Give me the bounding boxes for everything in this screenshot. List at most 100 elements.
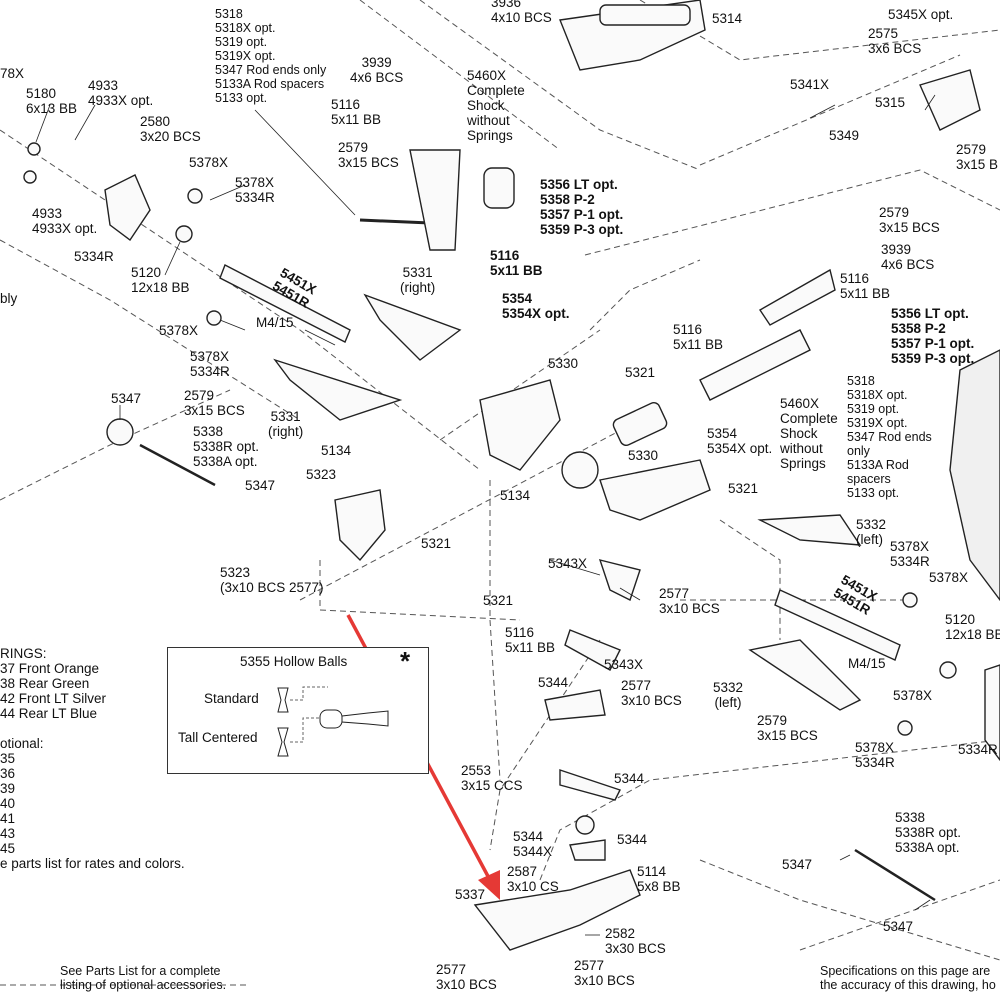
label-2587: 2587 3x10 CS	[507, 864, 559, 894]
label-5378x-d: 5378X 5334R	[190, 349, 230, 379]
bulkhead-right-shape	[479, 379, 561, 471]
label-2580: 2580 3x20 BCS	[140, 114, 201, 144]
upper-arm-right-shape	[363, 293, 462, 361]
label-2579-tr: 2579 3x15 B	[956, 142, 999, 172]
label-m415-a: M4/15	[256, 315, 294, 330]
label-5331-a: 5331 (right)	[400, 265, 436, 295]
label-5116-c: 5116 5x11 BB	[840, 271, 891, 301]
label-5332-a: 5332 (left)	[856, 517, 887, 547]
label-5321-d: 5321	[483, 593, 514, 608]
label-5345x: 5345X opt.	[888, 7, 954, 22]
label-5332-b: 5332 (left)	[713, 680, 744, 710]
label-5349: 5349	[829, 128, 860, 143]
tire-tread-shape	[949, 349, 1000, 602]
label-5347-c: 5347	[782, 857, 813, 872]
upper-arm-left-shape	[757, 514, 862, 546]
bulkhead-mount-shape	[919, 69, 981, 131]
label-2553: 2553 3x15 CCS	[461, 763, 523, 793]
bellcrank-shape	[564, 629, 621, 671]
label-3939-b: 3939 4x6 BCS	[881, 242, 935, 272]
left-driveshaft-shape	[219, 264, 351, 343]
label-5356-b: 5356 LT opt. 5358 P-2 5357 P-1 opt. 5359…	[891, 306, 975, 366]
shock-body-top-shape	[483, 167, 515, 209]
servo-horn-5343x-shape	[598, 559, 641, 601]
label-5338-b: 5338 5338R opt. 5338A opt.	[895, 810, 962, 855]
label-5338-a: 5338 5338R opt. 5338A opt.	[193, 424, 260, 469]
label-5120-a: 5120 12x18 BB	[131, 265, 190, 295]
label-5378x-h: 5378X 5334R	[855, 740, 895, 770]
label-2579-b: 2579 3x15 BCS	[879, 205, 940, 235]
label-5354-a: 5354 5354X opt.	[502, 291, 570, 321]
label-78x: 78X	[0, 66, 25, 81]
label-5378x-f: 5378X	[929, 570, 969, 585]
label-5344-a: 5344	[538, 675, 569, 690]
label-2575: 2575 3x6 BCS	[868, 26, 922, 56]
hollow-ball-illustrations	[277, 686, 389, 757]
label-5378x-a: 5378X	[189, 155, 229, 170]
label-5323-a: 5323	[306, 467, 337, 482]
label-2579-c: 2579 3x15 BCS	[184, 388, 245, 418]
see-parts-note: See Parts List for a complete listing of…	[60, 964, 227, 992]
steering-arm-shape	[559, 769, 621, 801]
label-5323-b: 5323 (3x10 BCS 2577)	[220, 565, 324, 595]
label-5378x-b: 5378X 5334R	[235, 175, 275, 205]
label-5314: 5314	[712, 11, 743, 26]
label-5116-d: 5116 5x11 BB	[673, 322, 724, 352]
part-shapes	[23, 0, 1000, 951]
inset-tall-label: Tall Centered	[178, 730, 258, 745]
label-5344-d: 5344	[617, 832, 648, 847]
label-5334r-a: 5334R	[74, 249, 114, 264]
label-5315: 5315	[875, 95, 906, 110]
label-5354-b: 5354 5354X opt.	[707, 426, 773, 456]
label-5460x-top: 5460X Complete Shock without Springs	[467, 68, 525, 143]
label-2582: 2582 3x30 BCS	[605, 926, 666, 956]
label-4933-a: 4933 4933X opt.	[88, 78, 154, 108]
label-5321-b: 5321	[728, 481, 759, 496]
label-5330-a: 5330	[548, 356, 579, 371]
label-5331-b: 5331 (right)	[268, 409, 304, 439]
axle-5338-left-shape	[139, 443, 216, 487]
label-5337: 5337	[455, 887, 486, 902]
axle-5338-shape	[854, 848, 936, 902]
skid-plate-5323-shape	[334, 489, 386, 562]
right-hub-carrier-shape	[984, 664, 1000, 762]
label-5318-top: 5318 5318X opt. 5319 opt. 5319X opt. 534…	[215, 7, 327, 105]
inset-title: 5355 Hollow Balls	[240, 654, 348, 669]
label-5318-b: 5318 5318X opt. 5319 opt. 5319X opt. 534…	[847, 374, 932, 500]
differential-shape	[561, 451, 599, 489]
label-5347-b: 5347	[245, 478, 276, 493]
hollow-balls-inset: 5355 Hollow Balls * Standard Tall Center…	[167, 646, 429, 774]
label-4933-b: 4933 4933X opt.	[32, 206, 98, 236]
shock-top-shape	[409, 149, 461, 251]
bumper-mount-shape	[599, 4, 691, 26]
label-5378x-c: 5378X	[159, 323, 199, 338]
label-5321-a: 5321	[625, 365, 656, 380]
left-hub-carrier-shape	[104, 174, 151, 242]
hollow-ball-standard-icon	[277, 687, 289, 713]
center-driveshaft-shape	[612, 402, 668, 446]
label-3936: 3936 4x10 BCS	[491, 0, 552, 25]
servo-mount-5344-shape	[544, 689, 606, 721]
label-5378x-e: 5378X 5334R	[890, 539, 930, 569]
specifications-note: Specifications on this page are the accu…	[820, 964, 996, 992]
label-5116-a: 5116 5x11 BB	[331, 97, 382, 127]
label-5116-b: 5116 5x11 BB	[490, 248, 543, 278]
label-2577-c: 2577 3x10 BCS	[436, 962, 497, 992]
gearbox-shape	[599, 459, 711, 521]
label-5344-b: 5344	[614, 771, 645, 786]
inset-star: *	[400, 646, 411, 676]
camber-link-top-shape	[359, 218, 431, 225]
right-driveshaft-shape	[774, 589, 901, 661]
label-5356-a: 5356 LT opt. 5358 P-2 5357 P-1 opt. 5359…	[540, 177, 624, 237]
label-m415-b: M4/15	[848, 656, 886, 671]
wheel-hub-left-shape	[106, 418, 134, 446]
label-5344-c: 5344 5344X	[513, 829, 553, 859]
springs-legend: RINGS: 37 Front Orange 38 Rear Green 42 …	[0, 646, 185, 871]
shock-right-shape	[699, 329, 811, 401]
label-5347-d: 5347	[883, 919, 914, 934]
shock-tower-right-shape	[759, 268, 836, 326]
label-5347-a: 5347	[111, 391, 142, 406]
label-5180: 5180 6x13 BB	[26, 86, 78, 116]
